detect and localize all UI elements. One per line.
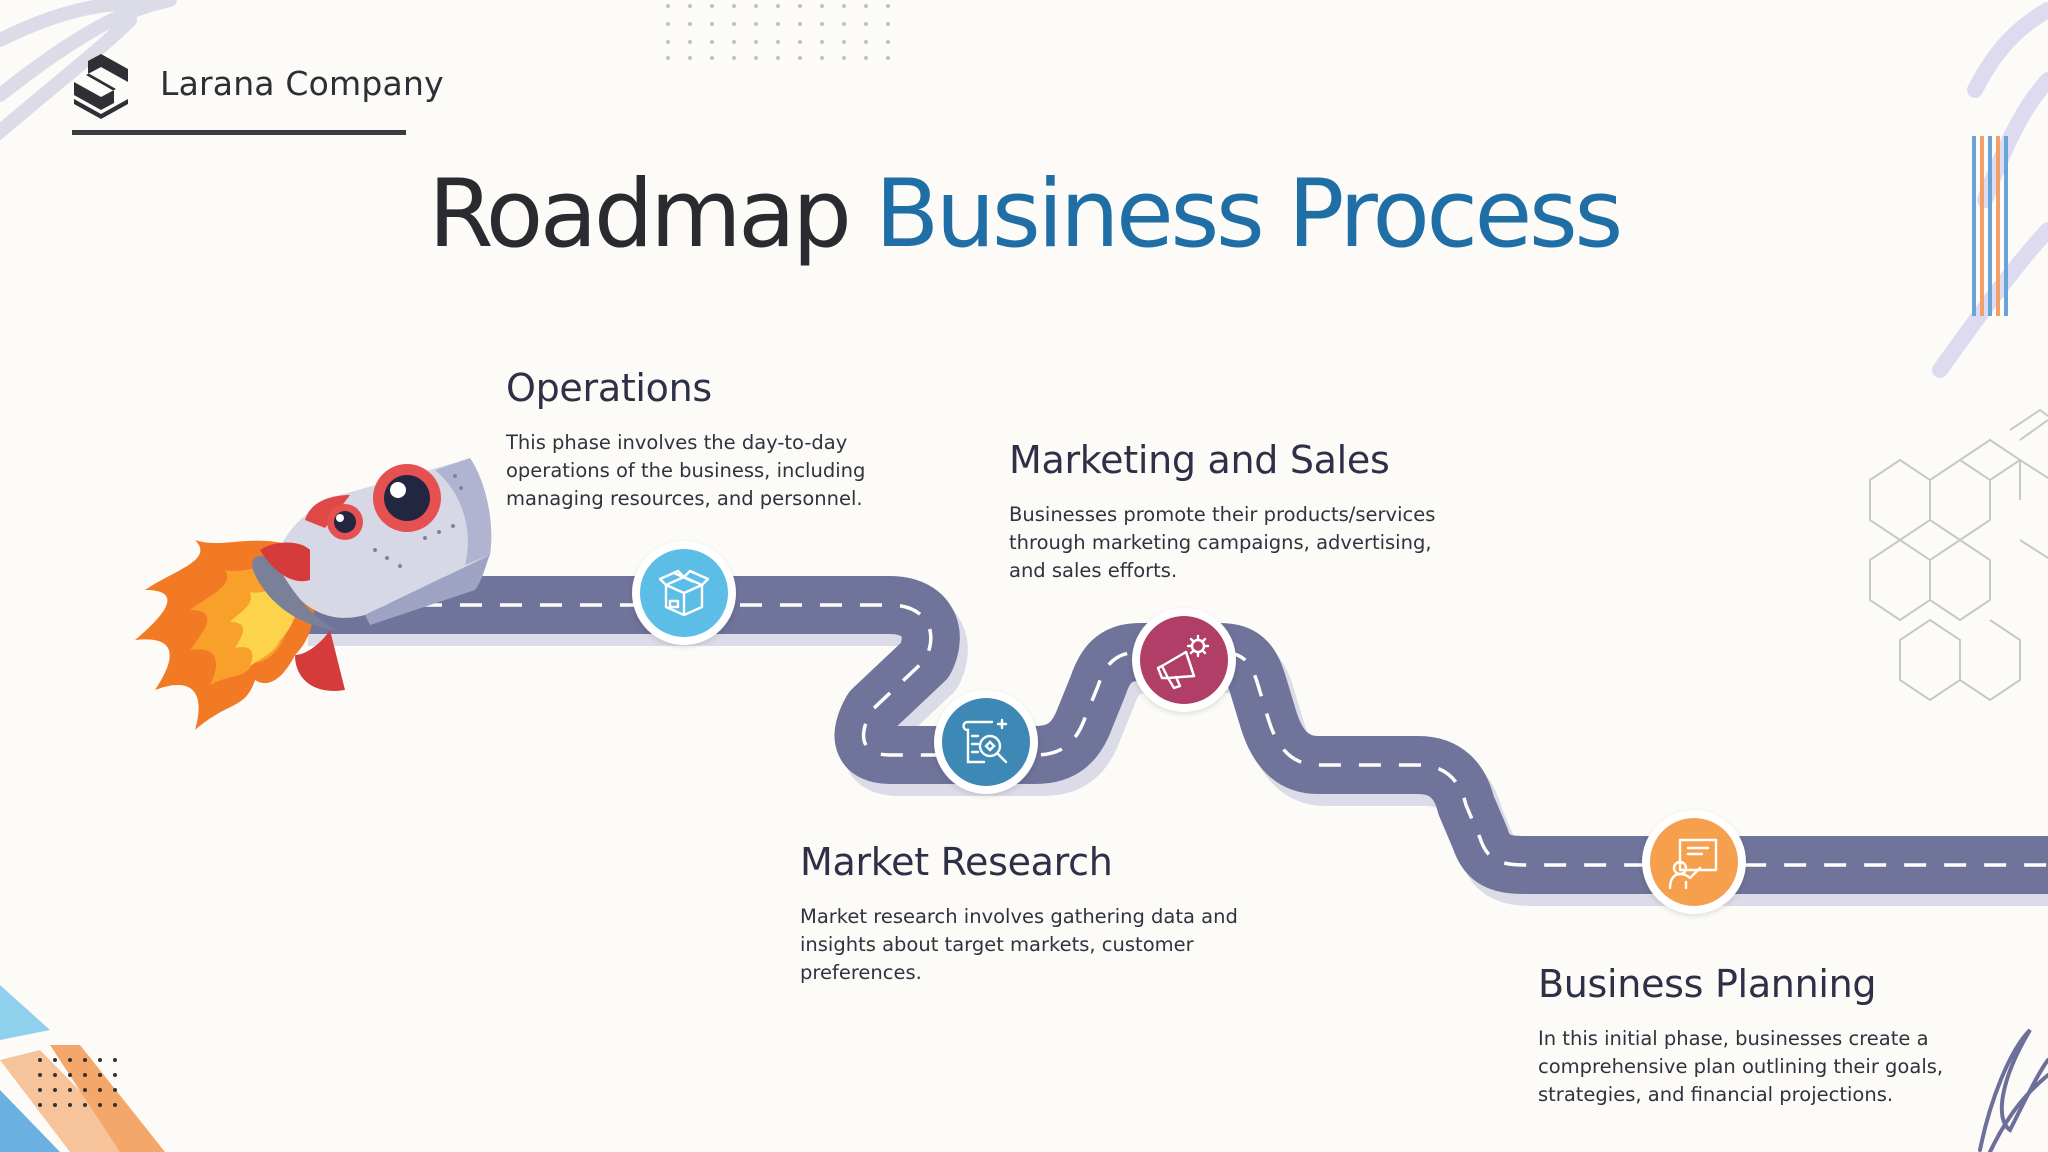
rocket-wing-top: [260, 542, 310, 582]
step-title-business-planning: Business Planning: [1538, 962, 1877, 1006]
page-title: Roadmap Business Process: [0, 168, 2048, 262]
brand-underline: [72, 130, 406, 135]
title-part-2: Business Process: [874, 160, 1623, 269]
scribble-bottom-right: [1978, 1028, 2048, 1152]
step-desc-operations: This phase involves the day-to-day opera…: [506, 431, 866, 510]
dot-grid-top: [666, 4, 890, 60]
dot-grid-bottom-left: [38, 1058, 117, 1107]
megaphone-icon: [1156, 634, 1210, 690]
node-background: [1140, 616, 1228, 704]
rocket-illustration: [135, 458, 492, 730]
step-node-market-research[interactable]: [934, 690, 1038, 794]
step-title-market-research: Market Research: [800, 840, 1113, 884]
title-part-1: Roadmap: [428, 160, 852, 269]
step-desc-business-planning: In this initial phase, businesses create…: [1538, 1027, 1944, 1106]
step-desc-market-research: Market research involves gathering data …: [800, 905, 1238, 984]
scribble-top-left: [0, 0, 177, 141]
step-node-business-planning[interactable]: [1642, 810, 1746, 914]
node-background: [942, 698, 1030, 786]
step-title-operations: Operations: [506, 366, 712, 410]
presentation-icon: [1668, 838, 1718, 890]
rocket-wing-bottom: [295, 630, 345, 691]
box-icon: [658, 569, 710, 617]
document-search-icon: [962, 718, 1008, 764]
node-background: [1650, 818, 1738, 906]
scribble-top-right: [1932, 2, 2048, 378]
company-logo-icon: [74, 54, 128, 119]
company-name: Larana Company: [160, 64, 444, 103]
cube-pattern-right: [1869, 408, 2048, 702]
step-title-marketing-sales: Marketing and Sales: [1009, 438, 1390, 482]
brand-header: Larana Company: [72, 52, 444, 135]
step-node-marketing-sales[interactable]: [1132, 608, 1236, 712]
step-node-operations[interactable]: [632, 541, 736, 645]
stripes-top-right: [1972, 136, 2008, 316]
step-desc-marketing-sales: Businesses promote their products/servic…: [1009, 503, 1436, 582]
shapes-bottom-left: [0, 985, 165, 1152]
